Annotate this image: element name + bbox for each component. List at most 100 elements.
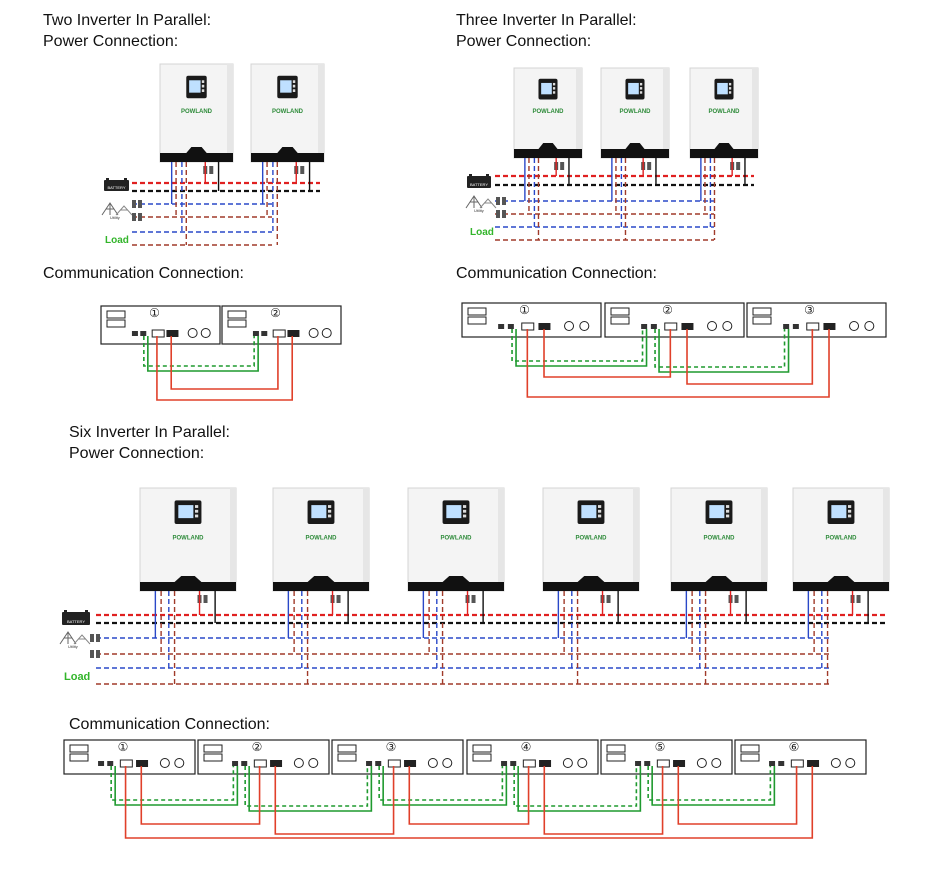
comm-panel-frame — [734, 739, 867, 775]
comm-panel-frame — [746, 302, 887, 338]
parallel-port-icon — [270, 760, 283, 767]
port-slot — [227, 319, 247, 328]
port-slot — [472, 753, 492, 762]
brand-logo: POWLAND — [826, 536, 858, 542]
knob-icon — [308, 328, 319, 338]
rj-port-icon — [778, 761, 785, 766]
unit-number: ④ — [521, 740, 532, 754]
port-slot — [337, 744, 357, 753]
inverter-base-notch — [442, 576, 470, 582]
knob-icon — [696, 758, 707, 768]
comm-green-cable — [143, 336, 255, 367]
unit-number: ② — [270, 306, 281, 320]
comm-panel: ④ — [466, 739, 599, 775]
rj-port-icon — [501, 761, 508, 766]
comm-panel-frame — [100, 305, 221, 345]
panel-button-icon — [292, 80, 296, 83]
panel-button-icon — [327, 514, 332, 518]
brand-logo: POWLAND — [709, 109, 741, 115]
panel-button-icon — [292, 89, 296, 92]
port-slot — [606, 744, 626, 753]
unit-number: ② — [252, 740, 263, 754]
panel-button-icon — [462, 514, 467, 518]
inverter-base — [690, 149, 758, 158]
inverter-base — [601, 149, 669, 158]
rj-port-icon — [366, 761, 373, 766]
panel-button-icon — [728, 87, 732, 90]
knob-icon — [321, 328, 332, 338]
comm-panel-frame — [331, 739, 464, 775]
comm-panel-frame — [604, 302, 745, 338]
comm-red-cable — [526, 329, 830, 398]
battery-icon — [62, 610, 90, 625]
six-inverter-title: Six Inverter In Parallel: — [69, 424, 230, 441]
port-slot — [227, 310, 247, 319]
brand-logo: POWLAND — [704, 536, 736, 542]
breaker-icon — [132, 200, 142, 208]
panel-button-icon — [639, 91, 643, 94]
inverter-base — [671, 582, 767, 591]
battery-label: BATTERY — [67, 619, 85, 624]
knob-icon — [849, 321, 860, 331]
parallel-port-icon — [673, 760, 686, 767]
breaker-icon — [132, 213, 142, 221]
panel-button-icon — [639, 87, 643, 90]
comm-green-cable — [515, 329, 648, 367]
lcd-screen — [311, 505, 327, 519]
knob-icon — [427, 758, 438, 768]
comm-panel-frame — [221, 305, 342, 345]
load-label: Load — [470, 227, 494, 238]
panel-button-icon — [728, 91, 732, 94]
comm-panel: ② — [197, 739, 330, 775]
panel-button-icon — [201, 84, 205, 88]
port-slot — [106, 319, 126, 328]
panel-button-icon — [725, 514, 730, 518]
six-inverter-power-subtitle: Power Connection: — [69, 445, 205, 462]
port-slot — [337, 753, 357, 762]
unit-number: ③ — [804, 303, 815, 317]
panel-button-icon — [292, 84, 296, 88]
port-slot — [467, 316, 487, 325]
parallel-port-icon — [253, 759, 267, 768]
panel-button-icon — [728, 82, 732, 86]
panel-button-icon — [194, 509, 199, 513]
port-slot — [740, 753, 760, 762]
comm-green-cable — [647, 766, 772, 801]
inverter-base-notch — [714, 143, 734, 149]
three-inverter-comm-title: Communication Connection: — [456, 265, 657, 282]
panel-button-icon — [194, 505, 199, 508]
comm-red-cable — [408, 766, 530, 825]
inverter-side-shade — [883, 488, 889, 591]
load-label: Load — [105, 235, 129, 246]
comm-panel: ⑥ — [734, 739, 867, 775]
inverter-base — [408, 582, 504, 591]
comm-green-cable — [248, 766, 373, 812]
inverter-base-notch — [705, 576, 733, 582]
inverter-base — [793, 582, 889, 591]
knob-icon — [174, 758, 185, 768]
rj-port-icon — [98, 761, 105, 766]
brand-logo: POWLAND — [441, 536, 473, 542]
unit-number: ③ — [386, 740, 397, 754]
knob-icon — [562, 758, 573, 768]
port-slot — [69, 744, 89, 753]
three-inverter-title: Three Inverter In Parallel: — [456, 12, 637, 29]
parallel-port-icon — [287, 330, 300, 337]
inverter-unit: POWLAND — [159, 63, 234, 163]
inverter-side-shade — [752, 68, 758, 158]
battery-label: BATTERY — [107, 185, 125, 190]
rj-port-icon — [140, 331, 147, 336]
comm-panel: ② — [221, 305, 342, 345]
panel-button-icon — [639, 82, 643, 86]
battery-icon — [104, 178, 129, 191]
comm-green-cable — [378, 766, 504, 801]
comm-red-cable — [677, 766, 798, 825]
panel-button-icon — [462, 505, 467, 508]
rj-port-icon — [261, 331, 268, 336]
inverter-base-notch — [577, 576, 605, 582]
panel-button-icon — [847, 509, 852, 513]
comm-panel-frame — [461, 302, 602, 338]
